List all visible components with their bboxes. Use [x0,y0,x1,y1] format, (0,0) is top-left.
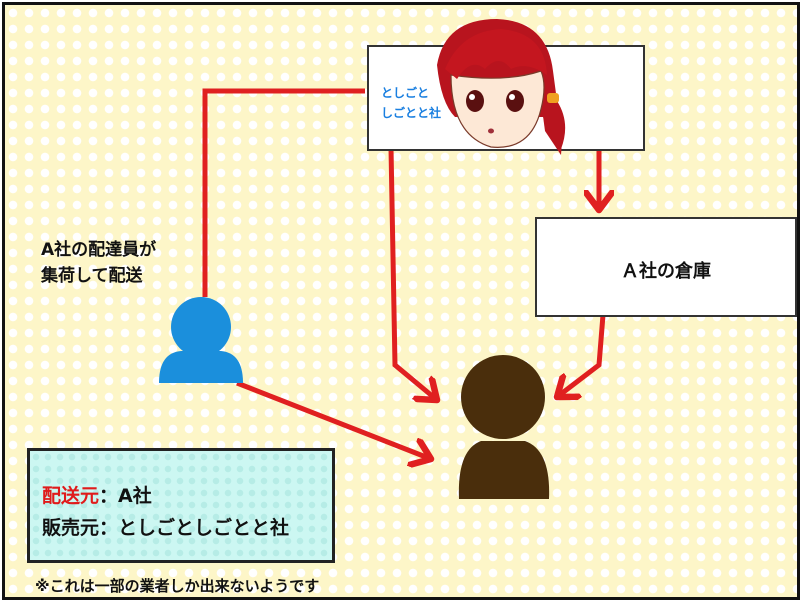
shipper-value: ：A社 [99,485,152,507]
seller-value: ：としごとしごとと社 [99,517,290,539]
diagram-canvas [159,88,800,499]
seller-label: 販売元 [42,517,100,539]
girl-character-illustration [437,19,566,155]
shipper-row: 配送元：A社 [42,481,152,508]
seller-company-name: としごと しごとと社 [381,86,442,120]
seller-row: 販売元：としごとしごとと社 [42,513,289,540]
customer-person-icon [458,355,550,499]
courier-caption: A社の配達員が 集荷して配送 [41,240,157,286]
footnote: ※これは一部の業者しか出来ないようです [35,577,320,595]
arrow-seller-to-customer [388,147,437,400]
warehouse-label: Ａ社の倉庫 [621,261,711,282]
arrow-courier-to-customer [236,380,431,459]
shipper-label: 配送元 [42,485,100,507]
arrow-warehouse-to-customer [557,314,606,397]
arrow-seller-to-courier [202,88,365,297]
info-box: 配送元：A社 販売元：としごとしごとと社 [27,448,335,563]
comic-panel: としごと しごとと社 Ａ社の倉庫 A社の配達員が 集荷して配送 配送元：A社 販… [2,2,800,600]
warehouse-box: Ａ社の倉庫 [535,217,797,317]
courier-person-icon [159,297,243,383]
